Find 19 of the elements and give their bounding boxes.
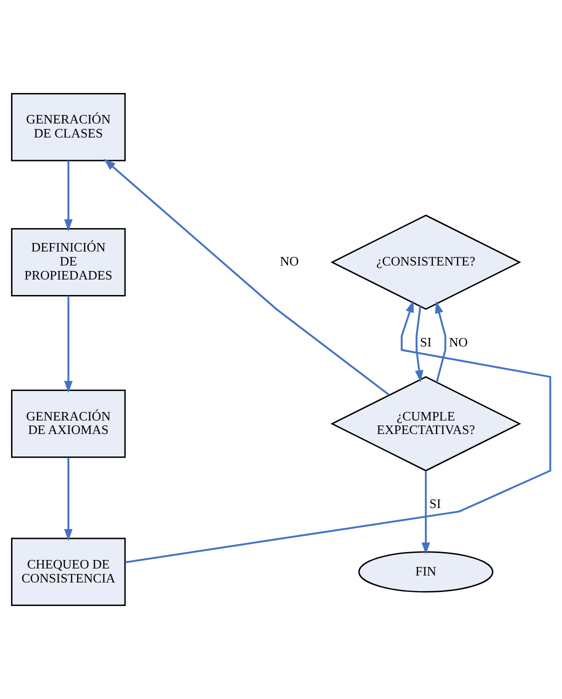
edge-label: NO <box>280 254 299 269</box>
arrow <box>64 296 73 393</box>
arrow <box>64 160 73 232</box>
arrow <box>64 458 73 542</box>
node-ellipse: FIN <box>358 551 494 593</box>
node-diamond: ¿CONSISTENTE? <box>330 214 522 310</box>
node-box: DEFINICIÓN DE PROPIEDADES <box>11 228 126 296</box>
arrow <box>125 300 552 564</box>
edge-label: SI <box>429 496 441 511</box>
arrow <box>435 301 446 382</box>
node-diamond: ¿CUMPLE EXPECTATIVAS? <box>330 376 522 472</box>
edge-label: NO <box>448 334 468 350</box>
node-box: GENERACIÓN DE AXIOMAS <box>11 390 126 458</box>
arrow <box>104 158 390 396</box>
arrow <box>422 470 430 555</box>
arrow <box>414 306 424 382</box>
node-box: CHEQUEO DE CONSISTENCIA <box>11 538 126 606</box>
edge-label: SI <box>420 334 432 350</box>
node-box: GENERACIÓN DE CLASES <box>11 93 126 162</box>
